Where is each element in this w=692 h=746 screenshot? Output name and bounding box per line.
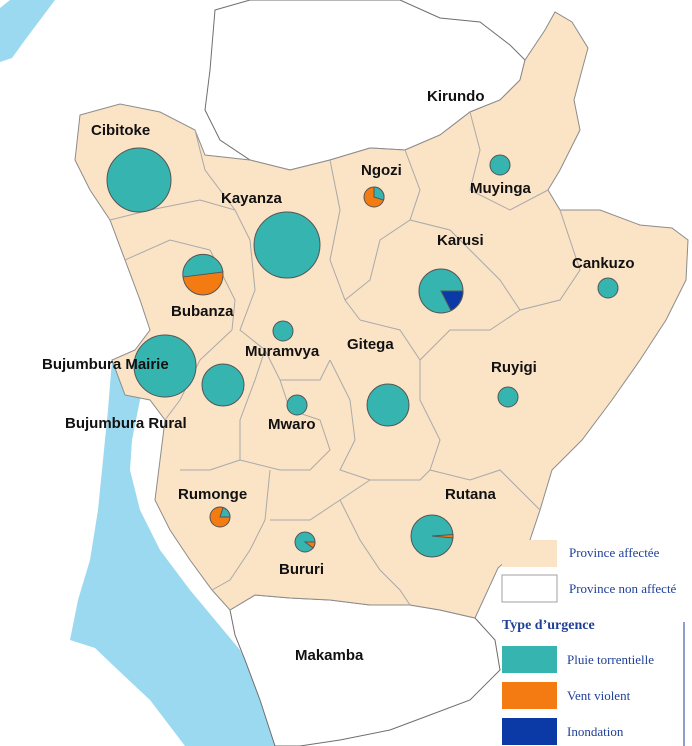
symbol-rumonge [209, 506, 231, 528]
legend-swatch-affected [502, 540, 557, 567]
province-makamba-shape [229, 594, 501, 746]
legend: Province affectée Province non affecté T… [501, 540, 685, 746]
legend-swatch-pluie [502, 646, 557, 673]
symbol-rutana [410, 514, 454, 558]
label-gitega: Gitega [347, 336, 394, 353]
symbol-mwaro [286, 394, 308, 416]
symbol-cankuzo [597, 277, 619, 299]
label-ruyigi: Ruyigi [491, 359, 537, 376]
symbol-kayanza [253, 211, 321, 279]
label-mwaro: Mwaro [268, 416, 316, 433]
label-ngozi: Ngozi [361, 162, 402, 179]
lake-top-left [0, 0, 55, 62]
label-bururi: Bururi [279, 561, 324, 578]
symbol-bujumbura-mairie [133, 334, 197, 398]
legend-swatch-unaffected [501, 574, 558, 603]
legend-swatch-vent [502, 682, 557, 709]
symbols-layer [106, 147, 619, 558]
legend-label-vent: Vent violent [567, 688, 631, 703]
label-muramvya: Muramvya [245, 343, 320, 360]
label-bubanza: Bubanza [171, 303, 234, 320]
symbol-muramvya [272, 320, 294, 342]
symbol-ngozi [363, 186, 385, 208]
legend-swatch-inondation [502, 718, 557, 745]
label-bujumbura-mairie: Bujumbura Mairie [42, 356, 169, 373]
legend-label-inondation: Inondation [567, 724, 624, 739]
legend-title: Type d’urgence [502, 618, 595, 633]
label-bujumbura-rural: Bujumbura Rural [65, 415, 187, 432]
label-cibitoke: Cibitoke [91, 122, 150, 139]
affected-region [74, 11, 689, 619]
province-labels: Cibitoke Kirundo Ngozi Kayanza Muyinga K… [42, 88, 635, 664]
label-kayanza: Kayanza [221, 190, 283, 207]
lake-tanganyika [70, 352, 275, 746]
province-borders [109, 111, 581, 606]
label-makamba: Makamba [295, 647, 364, 664]
legend-label-pluie: Pluie torrentielle [567, 652, 654, 667]
symbol-muyinga [489, 154, 511, 176]
symbol-bururi [294, 531, 316, 553]
label-muyinga: Muyinga [470, 180, 531, 197]
label-cankuzo: Cankuzo [572, 255, 635, 272]
legend-label-unaffected: Province non affecté [569, 581, 677, 596]
symbol-bujumbura-rural [201, 363, 245, 407]
symbol-ruyigi [497, 386, 519, 408]
legend-label-affected: Province affectée [569, 545, 660, 560]
symbol-karusi [418, 268, 464, 314]
label-kirundo: Kirundo [427, 88, 485, 105]
label-karusi: Karusi [437, 232, 484, 249]
label-rumonge: Rumonge [178, 486, 247, 503]
symbol-gitega [366, 383, 410, 427]
symbol-cibitoke [106, 147, 172, 213]
label-rutana: Rutana [445, 486, 496, 503]
symbol-bubanza [182, 253, 224, 296]
